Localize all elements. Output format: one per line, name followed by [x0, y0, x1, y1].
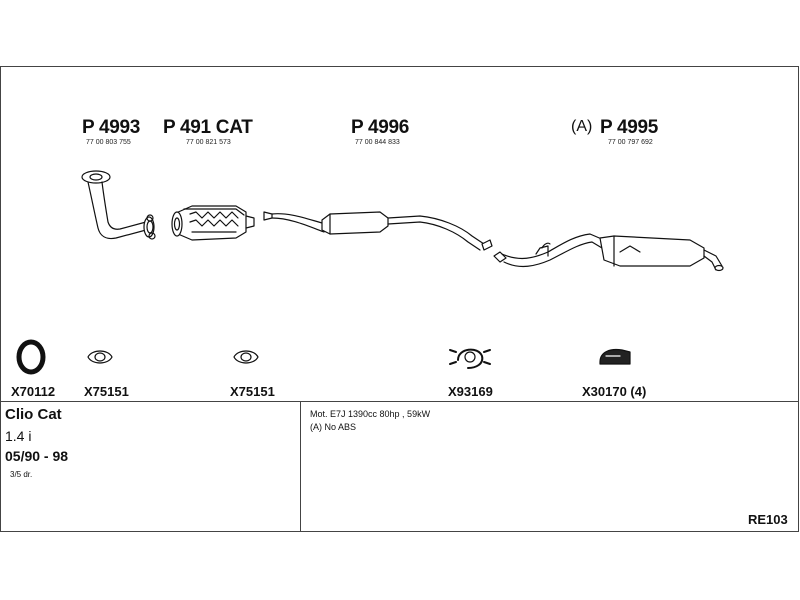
catalyst-icon [171, 205, 255, 241]
front-pipe-icon [81, 170, 156, 240]
vehicle-years: 05/90 - 98 [5, 448, 69, 464]
flange-gasket-icon [87, 350, 113, 364]
vehicle-engine: 1.4 i [5, 428, 32, 444]
oem-number-middle-silencer: 77 00 844 833 [355, 139, 400, 146]
diagram-sheet [0, 66, 799, 532]
table-divider-horizontal [0, 401, 799, 402]
component-code-1: X70112 [11, 384, 56, 399]
motor-note: Mot. E7J 1390cc 80hp , 59kW [310, 409, 431, 419]
part-number-front-pipe: P 4993 [82, 117, 141, 138]
table-divider-vertical [300, 401, 301, 532]
component-code-2: X75151 [84, 384, 129, 399]
clamp-icon [449, 348, 491, 369]
oem-number-catalyst: 77 00 821 573 [186, 139, 231, 146]
part-number-catalyst: P 491 CAT [163, 117, 253, 138]
part-prefix-rear-silencer: (A) [571, 118, 593, 135]
oem-number-front-pipe: 77 00 803 755 [86, 139, 131, 146]
flange-gasket-icon [233, 350, 259, 364]
gasket-ring-icon [16, 339, 46, 375]
abs-note: (A) No ABS [310, 422, 357, 432]
component-code-5: X30170 (4) [582, 384, 647, 399]
part-number-rear-silencer: P 4995 [600, 117, 659, 138]
vehicle-model: Clio Cat [5, 406, 62, 423]
part-number-middle-silencer: P 4996 [351, 117, 410, 138]
vehicle-doors: 3/5 dr. [10, 470, 33, 479]
reference-code: RE103 [748, 512, 788, 527]
rubber-hanger-icon [599, 348, 631, 365]
component-code-3: X75151 [230, 384, 275, 399]
oem-number-rear-silencer: 77 00 797 692 [608, 139, 653, 146]
component-code-4: X93169 [448, 384, 493, 399]
rear-silencer-icon [493, 233, 724, 272]
middle-silencer-icon [263, 211, 493, 251]
